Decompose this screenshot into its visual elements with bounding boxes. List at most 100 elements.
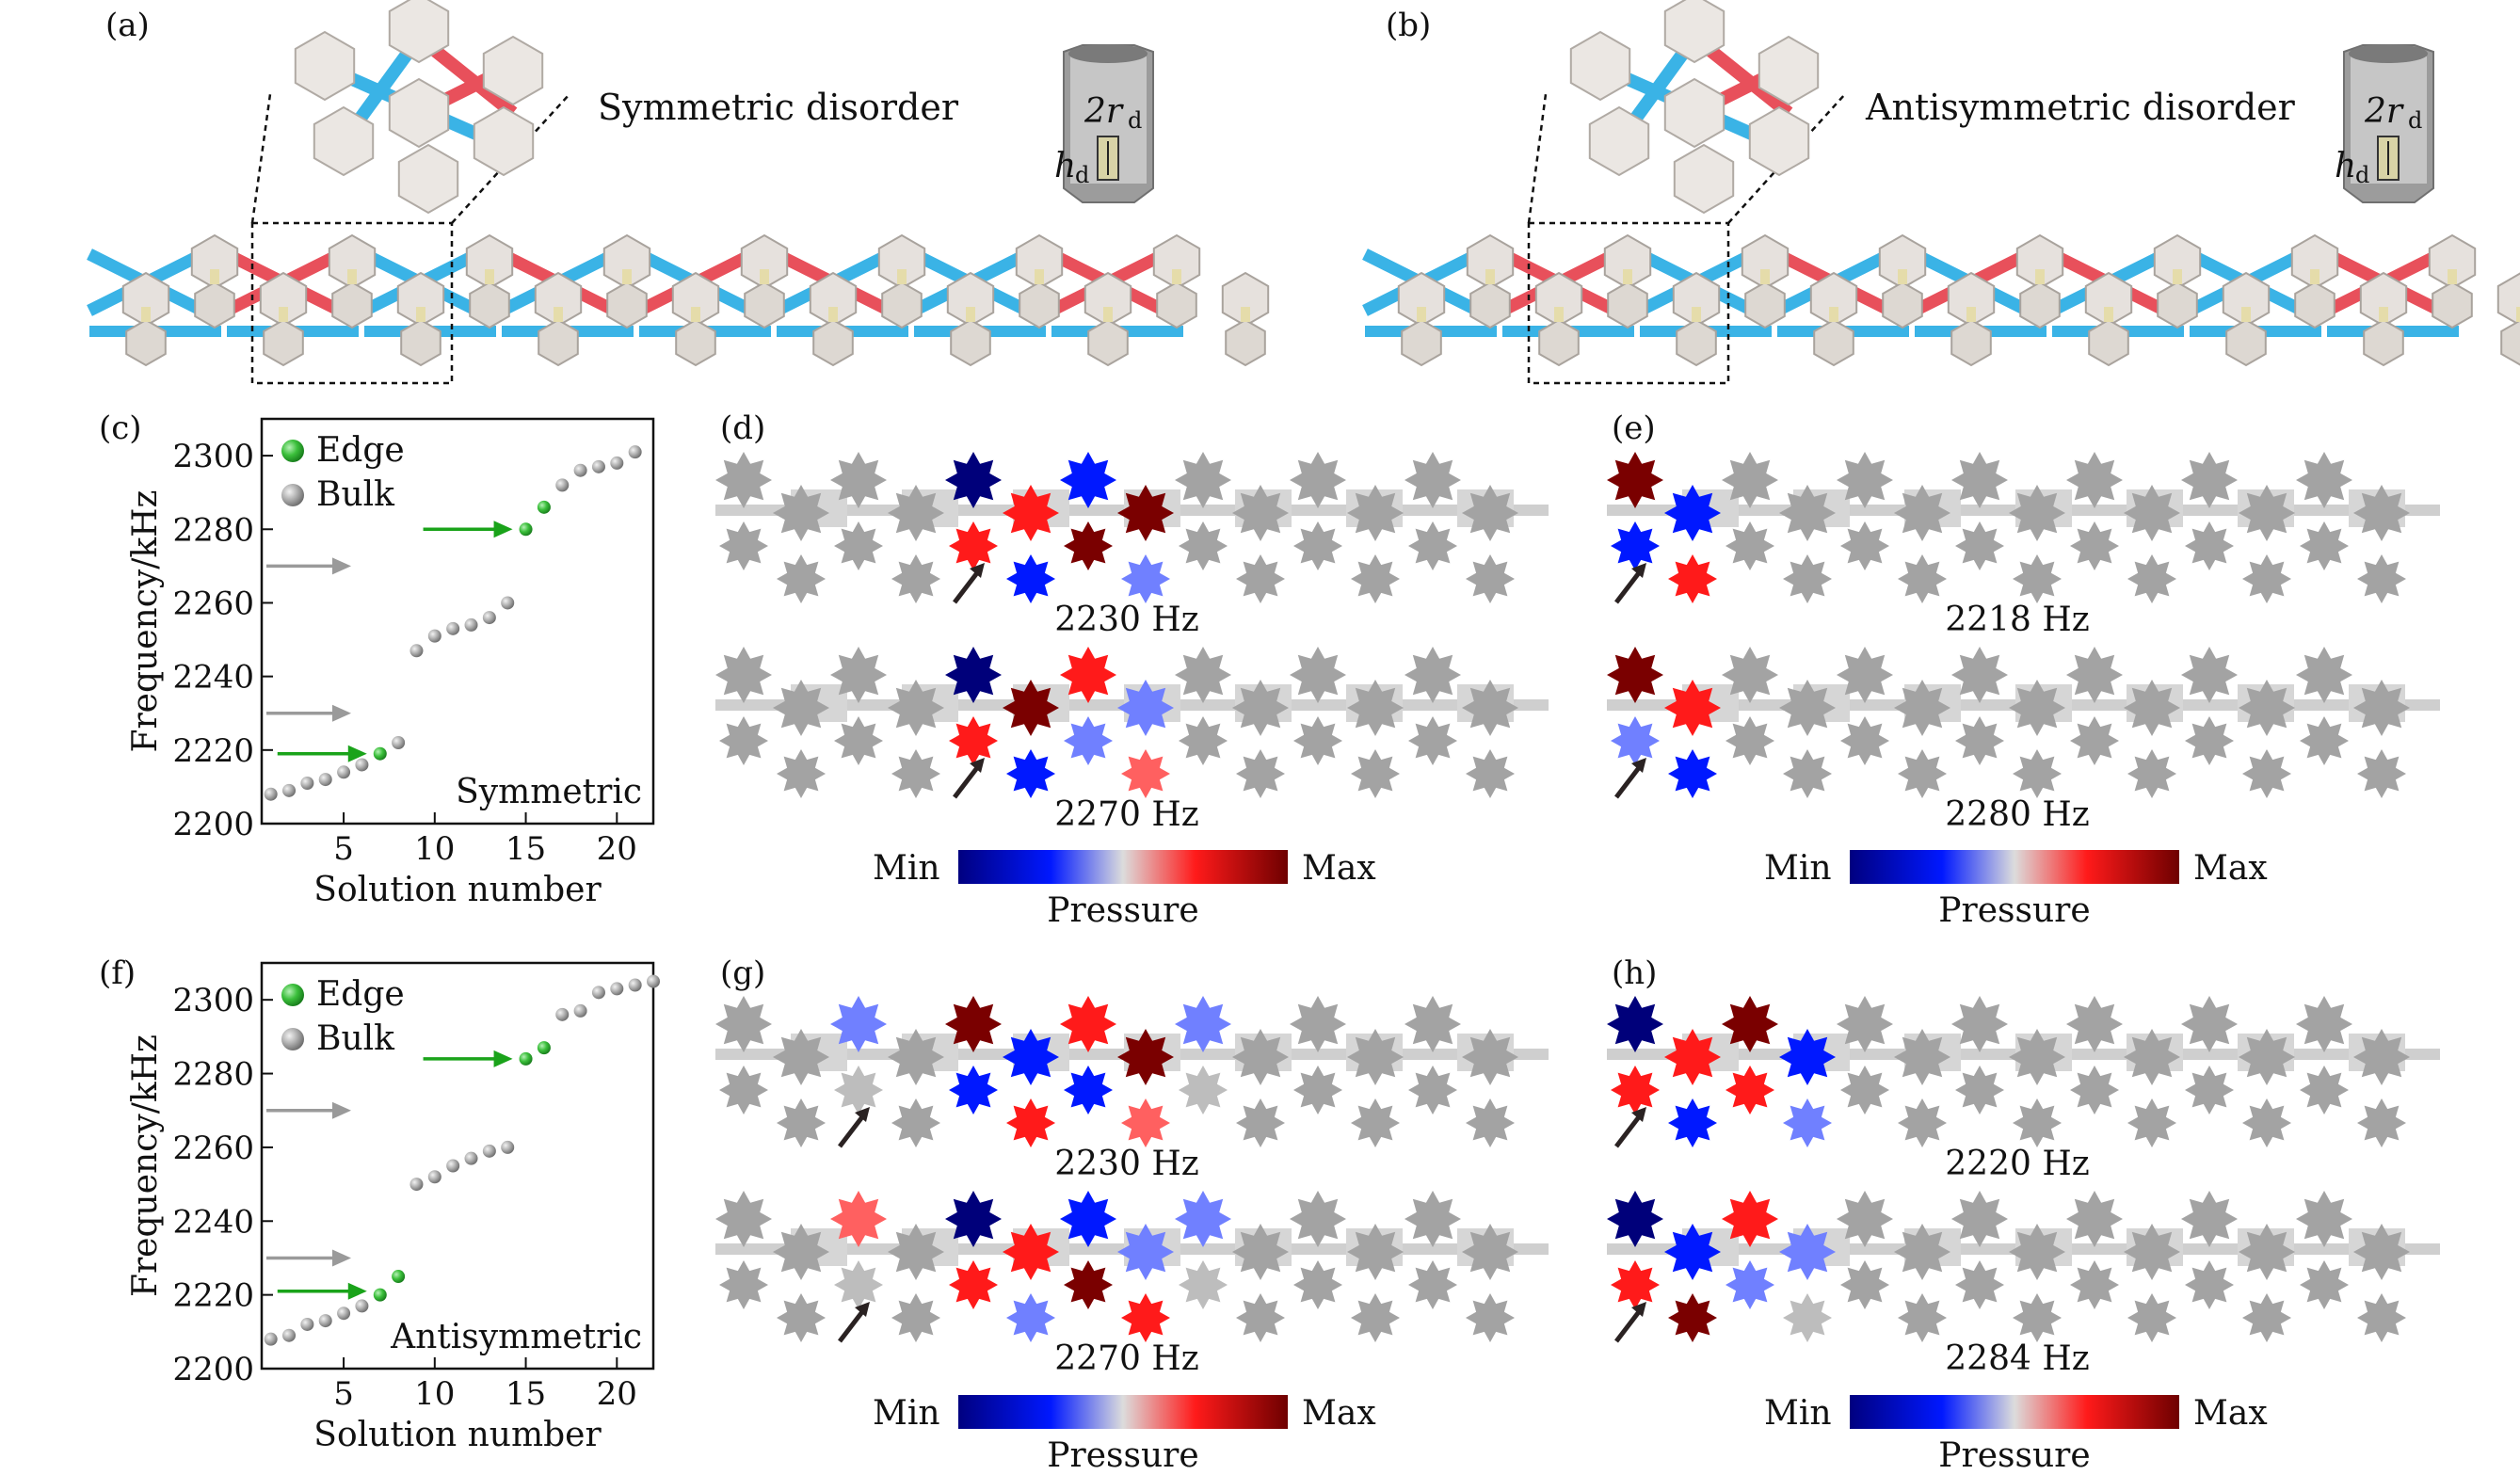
pressure-cell	[1347, 485, 1404, 541]
pressure-cell	[1060, 996, 1116, 1052]
pressure-cell	[1898, 749, 1947, 798]
colorbar-h: Min Max Pressure	[1764, 1394, 2268, 1475]
resonator-neck	[1829, 307, 1838, 322]
resonator-hex	[2432, 281, 2473, 329]
pressure-cell	[1779, 1029, 1836, 1085]
pressure-cell	[2239, 680, 2295, 736]
resonator-hex	[812, 318, 854, 367]
pressure-cell	[2300, 1260, 2349, 1309]
pressure-cell	[1175, 1191, 1231, 1247]
pressure-cell	[1006, 554, 1055, 603]
pressure-cell	[2357, 749, 2406, 798]
pressure-cell	[1293, 716, 1342, 765]
pressure-cell	[1121, 749, 1170, 798]
legend-label-edge: Edge	[316, 431, 405, 470]
y-tick-label: 2260	[172, 585, 254, 622]
pressure-cell	[2239, 1224, 2295, 1280]
resonator-neck	[1554, 307, 1564, 322]
pressure-cell	[945, 996, 1002, 1052]
inset-b-height-symbol: h	[2335, 147, 2356, 185]
panel-label-b: (b)	[1386, 7, 1431, 44]
resonator-inset-a: 2r d h d	[1054, 44, 1154, 203]
resonator-neck	[1417, 307, 1426, 322]
pressure-cell	[1347, 1224, 1404, 1280]
pressure-cell	[2013, 1098, 2062, 1147]
pressure-cell	[1611, 521, 1660, 570]
lattice-structure-antisymmetric	[1362, 0, 2520, 385]
bulk-point	[610, 456, 624, 470]
x-tick-label: 15	[506, 1375, 546, 1413]
pressure-cell	[1837, 1191, 1893, 1247]
freq-label-g-top: 2230 Hz	[1054, 1145, 1198, 1183]
bulk-point	[464, 617, 478, 632]
pressure-cell	[1722, 1191, 1778, 1247]
colorbar-h-label: Pressure	[1938, 1436, 2090, 1475]
y-axis-label: Frequency/kHz	[126, 489, 165, 752]
colorbar-g-max: Max	[1302, 1394, 1376, 1433]
pressure-cell	[2296, 452, 2352, 508]
pressure-cell	[1408, 1066, 1457, 1114]
pressure-cell	[1064, 716, 1113, 765]
pressure-cell	[1117, 1029, 1174, 1085]
resonator-hex	[1950, 318, 1992, 367]
pressure-cell	[2066, 647, 2123, 703]
pressure-cell	[888, 485, 944, 541]
resonator-hex	[400, 318, 441, 367]
pressure-cell	[1894, 1224, 1950, 1280]
bulk-point	[392, 736, 406, 749]
pressure-cell	[777, 1098, 826, 1147]
pressure-cell	[1664, 485, 1721, 541]
pressure-cell	[1236, 749, 1285, 798]
pressure-cell	[2357, 554, 2406, 603]
pressure-cell	[949, 1260, 998, 1309]
pressure-cell	[1668, 749, 1717, 798]
inset-resonator	[397, 143, 459, 215]
legend-marker-edge	[281, 984, 304, 1006]
pressure-cell	[891, 749, 940, 798]
pressure-cell	[2070, 521, 2119, 570]
resonator-neck	[2516, 307, 2520, 322]
resonator-neck	[1035, 269, 1044, 284]
resonator-neck	[2310, 269, 2319, 284]
y-tick-label: 2280	[172, 511, 254, 549]
resonator-neck	[1103, 307, 1113, 322]
resonator-neck	[1623, 269, 1632, 284]
y-tick-label: 2240	[172, 1203, 254, 1241]
pressure-cell	[1293, 1066, 1342, 1114]
pressure-cell	[1404, 1191, 1461, 1247]
pressure-cell	[1290, 1191, 1346, 1247]
pressure-cell	[2300, 521, 2349, 570]
arrow-gray-head	[332, 704, 351, 722]
edge-point	[537, 1041, 551, 1055]
pressure-cell	[945, 1191, 1002, 1247]
bulk-point	[555, 478, 570, 492]
resonator-inset-b: 2r d h d	[2335, 44, 2434, 203]
resonator-neck	[1898, 269, 1907, 284]
pressure-cell	[1611, 1260, 1660, 1309]
pressure-cell	[1611, 716, 1660, 765]
panel-label-d: (d)	[720, 409, 765, 447]
pressure-cell	[1462, 680, 1518, 736]
bulk-point	[282, 1328, 297, 1342]
pressure-cell	[2296, 647, 2352, 703]
pressure-cell	[1060, 1191, 1116, 1247]
pressure-cell	[1060, 647, 1116, 703]
resonator-neck	[141, 307, 151, 322]
mode-arrow	[1614, 1307, 1643, 1343]
arrow-green-head	[493, 521, 513, 538]
pressure-cell	[2066, 452, 2123, 508]
inset-resonator	[388, 77, 450, 149]
pressure-cell	[1783, 749, 1832, 798]
bulk-point	[573, 463, 587, 477]
mode-arrow-head	[970, 758, 985, 773]
inset-resonator	[1673, 143, 1735, 215]
pressure-cell	[1408, 1260, 1457, 1309]
pressure-cell	[2009, 680, 2065, 736]
resonator-hex	[881, 281, 923, 329]
inset-a-radius-sub: d	[1128, 107, 1142, 134]
colorbar-h-min: Min	[1764, 1394, 1832, 1433]
pressure-cell	[1840, 1260, 1889, 1309]
mode-arrow	[838, 1307, 866, 1343]
legend-marker-bulk	[281, 1028, 304, 1050]
